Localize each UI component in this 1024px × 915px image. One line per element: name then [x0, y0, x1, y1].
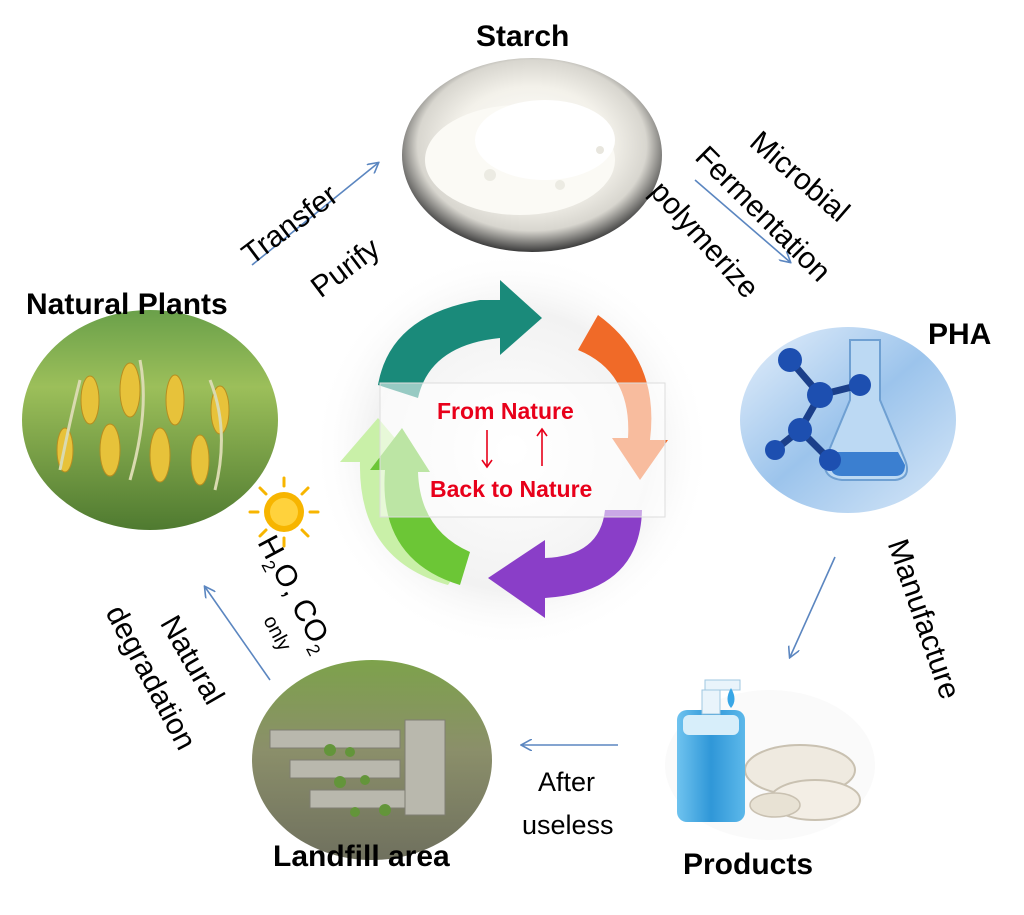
- starch-image: [402, 58, 662, 252]
- plants-title: Natural Plants: [26, 288, 228, 322]
- pha-image: [740, 327, 956, 513]
- sun-icon: [250, 478, 318, 546]
- plants-image: [22, 310, 278, 530]
- from-nature-text: From Nature: [437, 398, 574, 425]
- back-to-nature-text: Back to Nature: [430, 476, 592, 503]
- after-label: After: [538, 767, 595, 798]
- useless-label: useless: [522, 810, 614, 841]
- pha-title: PHA: [928, 318, 991, 352]
- landfill-image: [252, 660, 492, 860]
- manufacture-arrow: [790, 557, 835, 657]
- landfill-title: Landfill area: [273, 840, 450, 874]
- products-image: [665, 680, 875, 840]
- starch-title: Starch: [476, 20, 569, 54]
- products-title: Products: [683, 848, 813, 882]
